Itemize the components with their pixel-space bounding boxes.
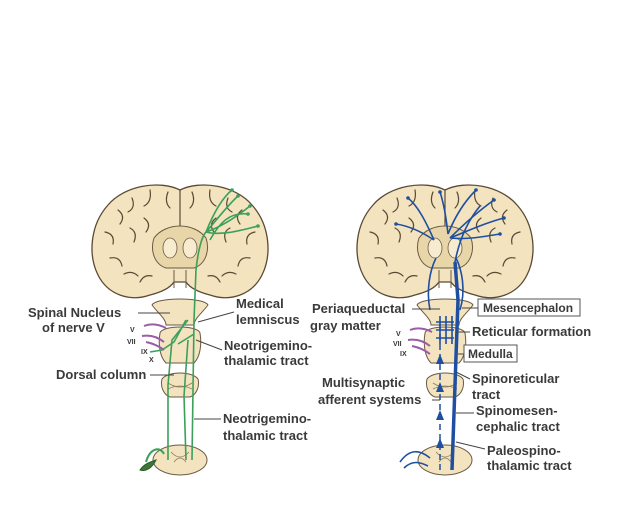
neotrigemino-label-1a: Neotrigemino- [224, 338, 312, 353]
medulla-label: Medulla [468, 347, 513, 361]
paleospinothalamic-label-1: Paleospino- [487, 443, 561, 458]
neotrigemino-label-2a: Neotrigemino- [223, 411, 311, 426]
left-nerve-ix: IX [141, 349, 148, 356]
mesencephalon-label: Mesencephalon [483, 301, 573, 315]
neotrigemino-label-2b: thalamic tract [223, 428, 308, 443]
paleospinothalamic-leader [455, 441, 486, 450]
spinoreticular-label-2: tract [472, 387, 501, 402]
left-green-pathway [141, 188, 260, 461]
right-blue-pathway [394, 188, 506, 471]
spinal-nucleus-label-2: of nerve V [42, 320, 105, 335]
left-figure: V VII IX X Spinal Nucleus of nerve V Med… [28, 184, 312, 476]
spinal-nucleus-label-1: Spinal Nucleus [28, 305, 121, 320]
spinomesencephalic-label-2: cephalic tract [476, 419, 560, 434]
multisynaptic-label-1: Multisynaptic [322, 375, 405, 390]
multisynaptic-label-2: afferent systems [318, 392, 421, 407]
left-brain-section [91, 184, 269, 299]
left-cranial-nerve-roots [141, 323, 167, 351]
dorsal-column-label: Dorsal column [56, 367, 146, 382]
medical-lemniscus-label-2: lemniscus [236, 312, 300, 327]
right-nerve-ix: IX [400, 351, 407, 358]
periaqueductal-label-1: Periaqueductal [312, 301, 405, 316]
paleospinothalamic-label-2: thalamic tract [487, 458, 572, 473]
right-figure: V VII IX Periaqueductal gray matter Mese… [310, 184, 591, 476]
right-nerve-v: V [396, 331, 401, 338]
spinomesencephalic-label-1: Spinomesen- [476, 403, 558, 418]
right-cranial-nerve-roots [407, 327, 433, 355]
right-spinal-cord [417, 444, 473, 476]
right-brain-section [356, 184, 534, 299]
neotrigemino-label-1b: thalamic tract [224, 353, 309, 368]
left-nerve-x: X [149, 357, 154, 364]
right-nerve-vii: VII [393, 341, 402, 348]
periaqueductal-label-2: gray matter [310, 318, 381, 333]
spinoreticular-label-1: Spinoreticular [472, 371, 559, 386]
left-nerve-vii: VII [127, 339, 136, 346]
left-dorsal-root-ganglion [139, 459, 157, 471]
medical-lemniscus-leader [197, 311, 235, 323]
spinoreticular-leader [455, 371, 471, 380]
neotrigemino-leader-1 [195, 339, 223, 351]
medical-lemniscus-label-1: Medical [236, 296, 284, 311]
left-nerve-v: V [130, 327, 135, 334]
left-spinal-cord [152, 444, 208, 476]
reticular-formation-label: Reticular formation [472, 324, 591, 339]
